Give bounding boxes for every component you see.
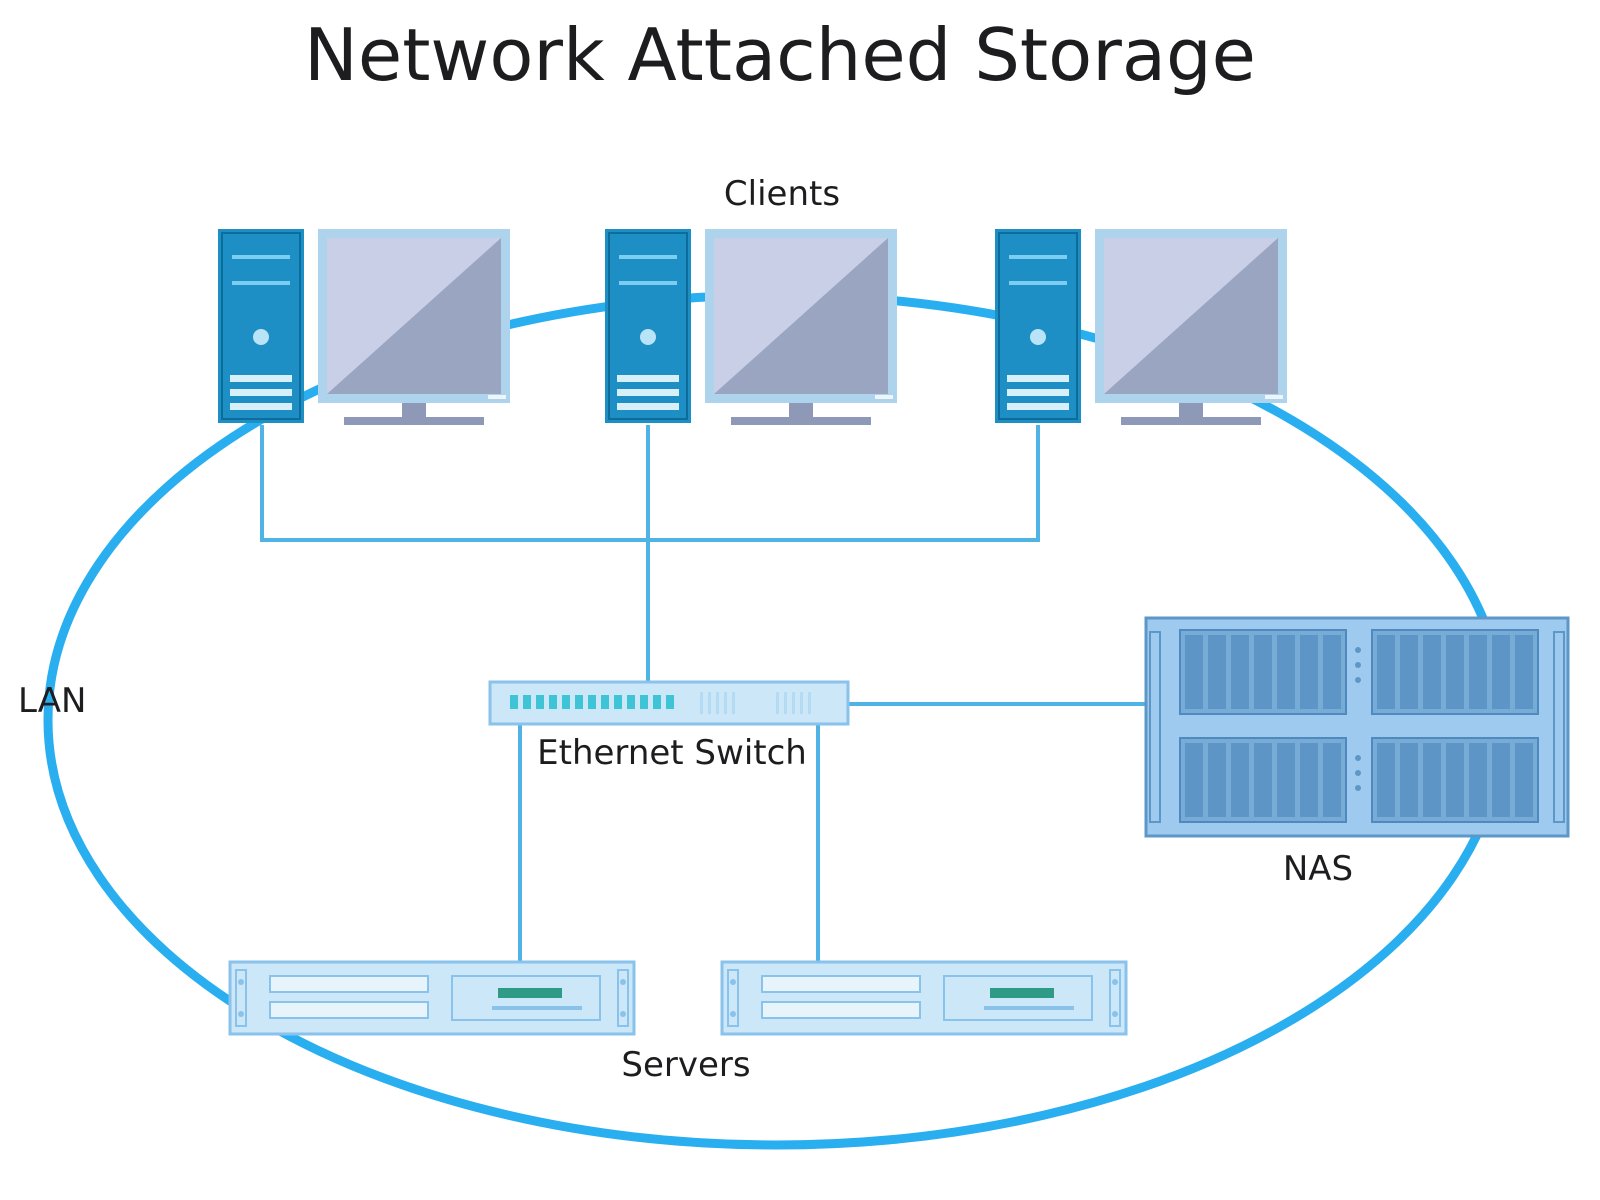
- monitor-icon: [318, 229, 510, 425]
- diagram-title: Network Attached Storage: [304, 13, 1256, 97]
- rack-server-icon: [228, 960, 636, 1036]
- servers-label: Servers: [621, 1045, 750, 1085]
- lan-label: LAN: [18, 681, 86, 721]
- nas-storage-icon: [1144, 616, 1570, 838]
- rack-server-icon: [720, 960, 1128, 1036]
- client-computer-3: [994, 228, 1287, 425]
- desktop-computer-icon: [604, 228, 692, 424]
- monitor-icon: [1095, 229, 1287, 425]
- clients-label: Clients: [724, 174, 840, 214]
- ethernet-switch-icon: [488, 680, 850, 726]
- nas-label: NAS: [1283, 849, 1353, 889]
- client-computer-2: [604, 228, 897, 425]
- network-links: [260, 425, 1146, 962]
- monitor-icon: [705, 229, 897, 425]
- desktop-computer-icon: [994, 228, 1082, 424]
- client-computer-1: [217, 228, 510, 425]
- desktop-computer-icon: [217, 228, 305, 424]
- ethernet-switch-label: Ethernet Switch: [537, 733, 807, 773]
